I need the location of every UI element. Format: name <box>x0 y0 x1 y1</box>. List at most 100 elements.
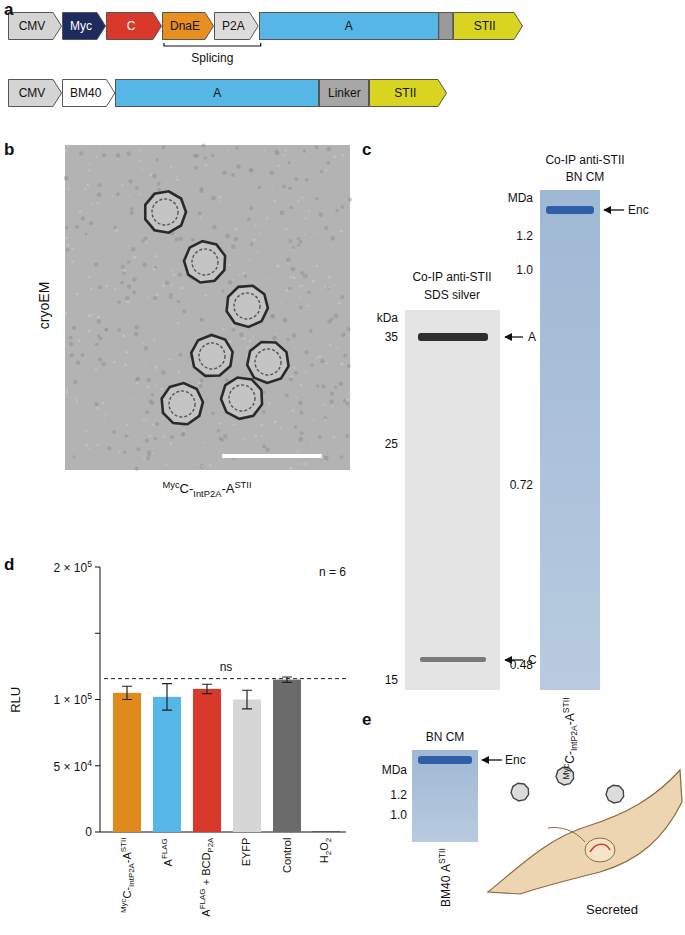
noise-speck <box>98 415 100 417</box>
particle-shell <box>221 377 262 418</box>
noise-speck <box>153 296 157 300</box>
figure-label: 0 <box>85 825 92 839</box>
noise-speck <box>316 265 318 267</box>
noise-speck <box>65 391 68 394</box>
noise-speck <box>211 412 215 416</box>
noise-speck <box>89 448 91 450</box>
noise-speck <box>209 464 212 467</box>
noise-speck <box>262 444 266 448</box>
noise-speck <box>340 230 343 233</box>
bar <box>113 693 141 832</box>
element-label: Linker <box>328 87 361 99</box>
noise-speck <box>318 435 322 439</box>
particle-shell <box>184 241 225 282</box>
noise-speck <box>246 346 249 349</box>
noise-speck <box>332 435 335 438</box>
noise-speck <box>294 425 297 428</box>
gene-element-box: A <box>259 12 439 40</box>
panel-letter: b <box>4 140 14 160</box>
noise-speck <box>298 240 302 244</box>
noise-speck <box>222 171 227 176</box>
noise-speck <box>285 282 287 284</box>
noise-speck <box>229 264 232 267</box>
figure-label: BN CM <box>426 730 465 744</box>
label-text: A <box>439 864 453 872</box>
noise-speck <box>124 434 128 438</box>
noise-speck <box>154 437 157 440</box>
gene-element-arrow: BM40 <box>62 79 115 107</box>
noise-speck <box>162 418 164 420</box>
noise-speck <box>139 193 141 195</box>
noise-speck <box>345 434 349 438</box>
noise-speck <box>66 388 69 391</box>
noise-speck <box>115 229 118 232</box>
noise-speck <box>155 158 158 161</box>
figure-label: 2 × 105 <box>54 559 93 575</box>
noise-speck <box>114 288 116 290</box>
noise-speck <box>254 224 256 226</box>
noise-speck <box>134 332 139 337</box>
noise-speck <box>331 405 333 407</box>
noise-speck <box>154 385 156 387</box>
figure-label: AFLAG <box>160 838 175 866</box>
noise-speck <box>76 293 79 296</box>
noise-speck <box>183 429 185 431</box>
noise-speck <box>250 206 254 210</box>
noise-speck <box>66 248 70 252</box>
arrow-outline <box>215 13 259 40</box>
noise-speck <box>309 329 313 333</box>
noise-speck <box>151 393 155 397</box>
noise-speck <box>198 381 201 384</box>
noise-speck <box>155 366 158 369</box>
element-label: A <box>213 87 221 99</box>
noise-speck <box>142 342 144 344</box>
subscript: IntP2A <box>193 489 221 499</box>
noise-speck <box>272 336 277 341</box>
noise-speck <box>220 201 222 203</box>
noise-speck <box>289 239 293 243</box>
noise-speck <box>283 154 285 156</box>
bar <box>312 831 340 833</box>
noise-speck <box>239 274 241 276</box>
noise-speck <box>287 263 289 265</box>
noise-speck <box>298 451 300 453</box>
noise-speck <box>127 260 131 264</box>
noise-speck <box>320 359 324 363</box>
figure-label: 15 <box>385 673 398 687</box>
gel-band <box>420 657 486 662</box>
noise-speck <box>177 322 179 324</box>
noise-speck <box>88 276 90 278</box>
noise-speck <box>254 435 257 438</box>
noise-speck <box>232 423 235 426</box>
noise-speck <box>268 402 271 405</box>
axis-tick <box>95 699 100 700</box>
noise-speck <box>182 309 186 313</box>
noise-speck <box>70 353 74 357</box>
cell-outline <box>488 770 682 894</box>
nucleus <box>585 838 615 862</box>
noise-speck <box>285 228 288 231</box>
gene-strand <box>590 844 610 852</box>
label-text: A <box>528 330 536 344</box>
noise-speck <box>261 435 263 437</box>
figure-label: Enc <box>505 753 526 767</box>
gene-element-arrow: DnaE <box>162 12 214 40</box>
noise-speck <box>303 274 308 279</box>
noise-speck <box>298 401 303 406</box>
noise-speck <box>348 197 352 201</box>
noise-speck <box>105 413 107 415</box>
noise-speck <box>288 161 291 164</box>
label-text: C- <box>120 887 132 899</box>
arrow-outline <box>63 13 106 40</box>
axis-tick <box>95 765 100 766</box>
noise-speck <box>291 409 294 412</box>
noise-speck <box>284 149 286 151</box>
box-outline <box>116 80 319 107</box>
noise-speck <box>330 252 332 254</box>
noise-speck <box>304 350 308 354</box>
noise-speck <box>270 314 274 318</box>
figure-label: Co-IP anti-STII <box>412 270 491 284</box>
secreted-particle <box>511 783 529 801</box>
noise-speck <box>145 418 147 420</box>
